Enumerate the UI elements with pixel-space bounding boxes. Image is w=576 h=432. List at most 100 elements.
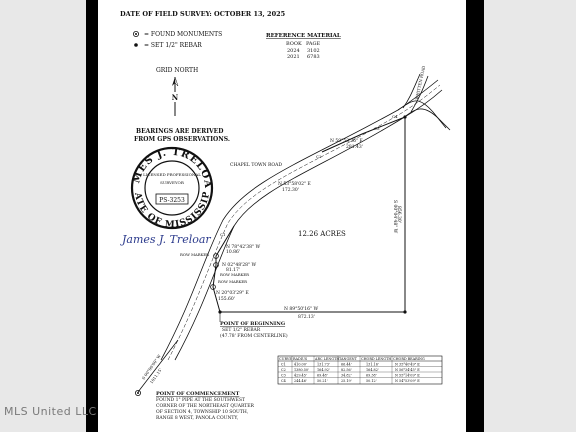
bearing-6: N 89°50'16" W — [284, 306, 319, 312]
legend-set: = SET 1/2" REBAR — [144, 42, 202, 49]
curve-row-1-c4: 131.16' — [366, 363, 379, 367]
surveyor-signature: James J. Treloar — [120, 233, 211, 246]
row-marker-label-1: ROW MARKER — [180, 252, 209, 257]
curve-label-c4: C4 — [392, 114, 398, 119]
bearings-note-1: BEARINGS ARE DERIVED — [136, 128, 223, 135]
curve-row-2-c4: 164.82' — [366, 368, 379, 372]
right-margin — [484, 0, 576, 432]
corner-ne — [403, 115, 407, 119]
north-letter-bg — [172, 92, 178, 102]
curve-row-3-c4: 69.38' — [366, 374, 377, 378]
distance-6: 872.13' — [298, 314, 315, 320]
curve-row-1-c2: 131.73' — [317, 363, 330, 367]
seal-inner: LICENSED PROFESSIONAL — [143, 172, 201, 177]
curve-label-c1: C1 — [220, 232, 226, 237]
pob-title: POINT OF BEGINNING — [220, 321, 285, 327]
curve-row-3-c0: C3 — [281, 374, 286, 378]
survey-plat-document: DATE OF FIELD SURVEY: OCTOBER 13, 2025 =… — [98, 0, 466, 432]
curve-row-1-c5: N 35°40'49" E — [395, 363, 420, 367]
curve-row-1-c0: C1 — [281, 363, 286, 367]
corner-se — [403, 310, 407, 314]
curve-row-2-c1: 1380.50' — [294, 368, 309, 372]
plat-drawing: DATE OF FIELD SURVEY: OCTOBER 13, 2025 =… — [98, 0, 451, 421]
bearing-3: N 78°42'38" W — [226, 244, 261, 250]
chapel-town-road-label: CHAPEL TOWN ROAD — [230, 162, 282, 168]
reference-page-2: 6783 — [307, 54, 320, 60]
curve-row-4-c2: 50.21' — [317, 379, 328, 383]
seal-number: PS-3253 — [159, 197, 185, 204]
curve-row-3-c5: N 55°14'09" E — [395, 374, 420, 378]
distance-4: 81.17' — [226, 267, 240, 273]
curve-header-tangent: TANGENT — [339, 357, 358, 361]
curve-table: CURVE RADIUS ARC LENGTH TANGENT CHORD LE… — [277, 355, 443, 385]
curve-row-4-c4: 50.12' — [366, 379, 377, 383]
found-monument-dot — [135, 33, 137, 35]
tie-line — [137, 339, 179, 393]
poc-line-1: FOUND 1" PIPE AT THE SOUTHWEST — [156, 397, 245, 403]
poc-marker-dot — [137, 392, 139, 394]
curve-row-2-c5: N 56°34'45" E — [395, 368, 420, 372]
reference-title: REFERENCE MATERIAL — [266, 33, 341, 39]
seal-surveyor: SURVEYOR — [160, 180, 185, 185]
reference-col-page: PAGE — [306, 41, 321, 47]
poc-marker — [135, 389, 142, 396]
curve-row-4-c0: C4 — [281, 379, 286, 383]
bearing-7: S 00°04'48" W — [392, 200, 398, 234]
bearing-4: N 02°48'28" W — [222, 262, 257, 268]
left-margin — [0, 0, 86, 432]
road-edge-outer — [160, 79, 439, 361]
svg-text:JAMES J. TRELOAR: JAMES J. TRELOAR — [98, 0, 213, 189]
curve-row-4-c5: N 54°53'09" E — [395, 379, 420, 383]
curve-header-chord-bearing: CHORD BEARING — [393, 357, 425, 361]
reference-col-book: BOOK — [286, 41, 302, 47]
distance-5: 155.60' — [218, 296, 235, 302]
curve-header-radius: RADIUS — [293, 357, 308, 361]
row-marker-1 — [213, 253, 219, 259]
poc-line-4: RANGE 8 WEST, PANOLA COUNTY, — [156, 415, 238, 421]
row-marker-3 — [210, 284, 216, 290]
survey-date: DATE OF FIELD SURVEY: OCTOBER 13, 2025 — [120, 10, 286, 18]
curve-header-chord-length: CHORD LENGTH — [361, 357, 391, 361]
row-marker-label-3: ROW MARKER — [218, 279, 247, 284]
north-arrow-head-right — [174, 76, 179, 87]
curve-label-c2: C2 — [316, 154, 322, 159]
bearings-note-2: FROM GPS OBSERVATIONS. — [134, 136, 230, 143]
curve-label-c3: C3 — [374, 126, 380, 131]
curve-row-2-c0: C2 — [281, 368, 286, 372]
distance-3: 10.86' — [226, 249, 240, 255]
bearing-5: N 20°03'29" E — [216, 290, 249, 296]
set-rebar-symbol — [134, 43, 138, 47]
curve-row-2-c2: 164.92' — [317, 368, 330, 372]
pob-line-2: (47.78' FROM CENTERLINE) — [220, 332, 288, 339]
poc-line-2: CORNER OF THE NORTHEAST QUARTER — [156, 403, 255, 409]
grid-north-label: GRID NORTH — [156, 67, 198, 74]
reference-book-2: 2021 — [287, 54, 300, 60]
curve-row-4-c1: 244.46' — [294, 379, 307, 383]
poc-line-3: OF SECTION 4, TOWNSHIP 10 SOUTH, — [156, 409, 248, 415]
curve-row-4-c3: 25.19' — [341, 379, 352, 383]
row-marker-2 — [213, 262, 219, 268]
reference-page-1: 3102 — [307, 48, 320, 54]
legend-found: = FOUND MONUMENTS — [144, 31, 222, 38]
north-letter: N — [172, 93, 179, 102]
watermark: MLS United LLC — [4, 405, 97, 418]
whitten-road-north-2 — [410, 75, 429, 113]
curve-row-3-c2: 69.48' — [317, 374, 328, 378]
row-marker-label-2: ROW MARKER — [220, 272, 249, 277]
poc-title: POINT OF COMMENCEMENT — [156, 391, 240, 397]
acreage-label: 12.26 ACRES — [298, 230, 346, 238]
north-arrow-head — [172, 77, 175, 86]
curve-row-3-c3: 34.82' — [341, 374, 352, 378]
pob-line-1: SET 1/2" REBAR — [222, 327, 261, 333]
reference-book-1: 2024 — [287, 48, 300, 54]
curve-row-2-c3: 82.56' — [341, 368, 352, 372]
bearing-2: N 53°58'02" E — [278, 181, 311, 187]
curve-header-curve: CURVE — [279, 357, 292, 361]
whitten-road-edge-2 — [402, 108, 451, 131]
bearing-1: N 59°53'26" E — [330, 138, 363, 144]
whitten-road-north-1 — [402, 73, 421, 109]
curve-row-3-c1: 429.45' — [294, 374, 307, 378]
found-monument-symbol — [133, 30, 140, 37]
road-centerline — [167, 84, 441, 361]
curve-row-1-c3: 66.44' — [341, 363, 352, 367]
